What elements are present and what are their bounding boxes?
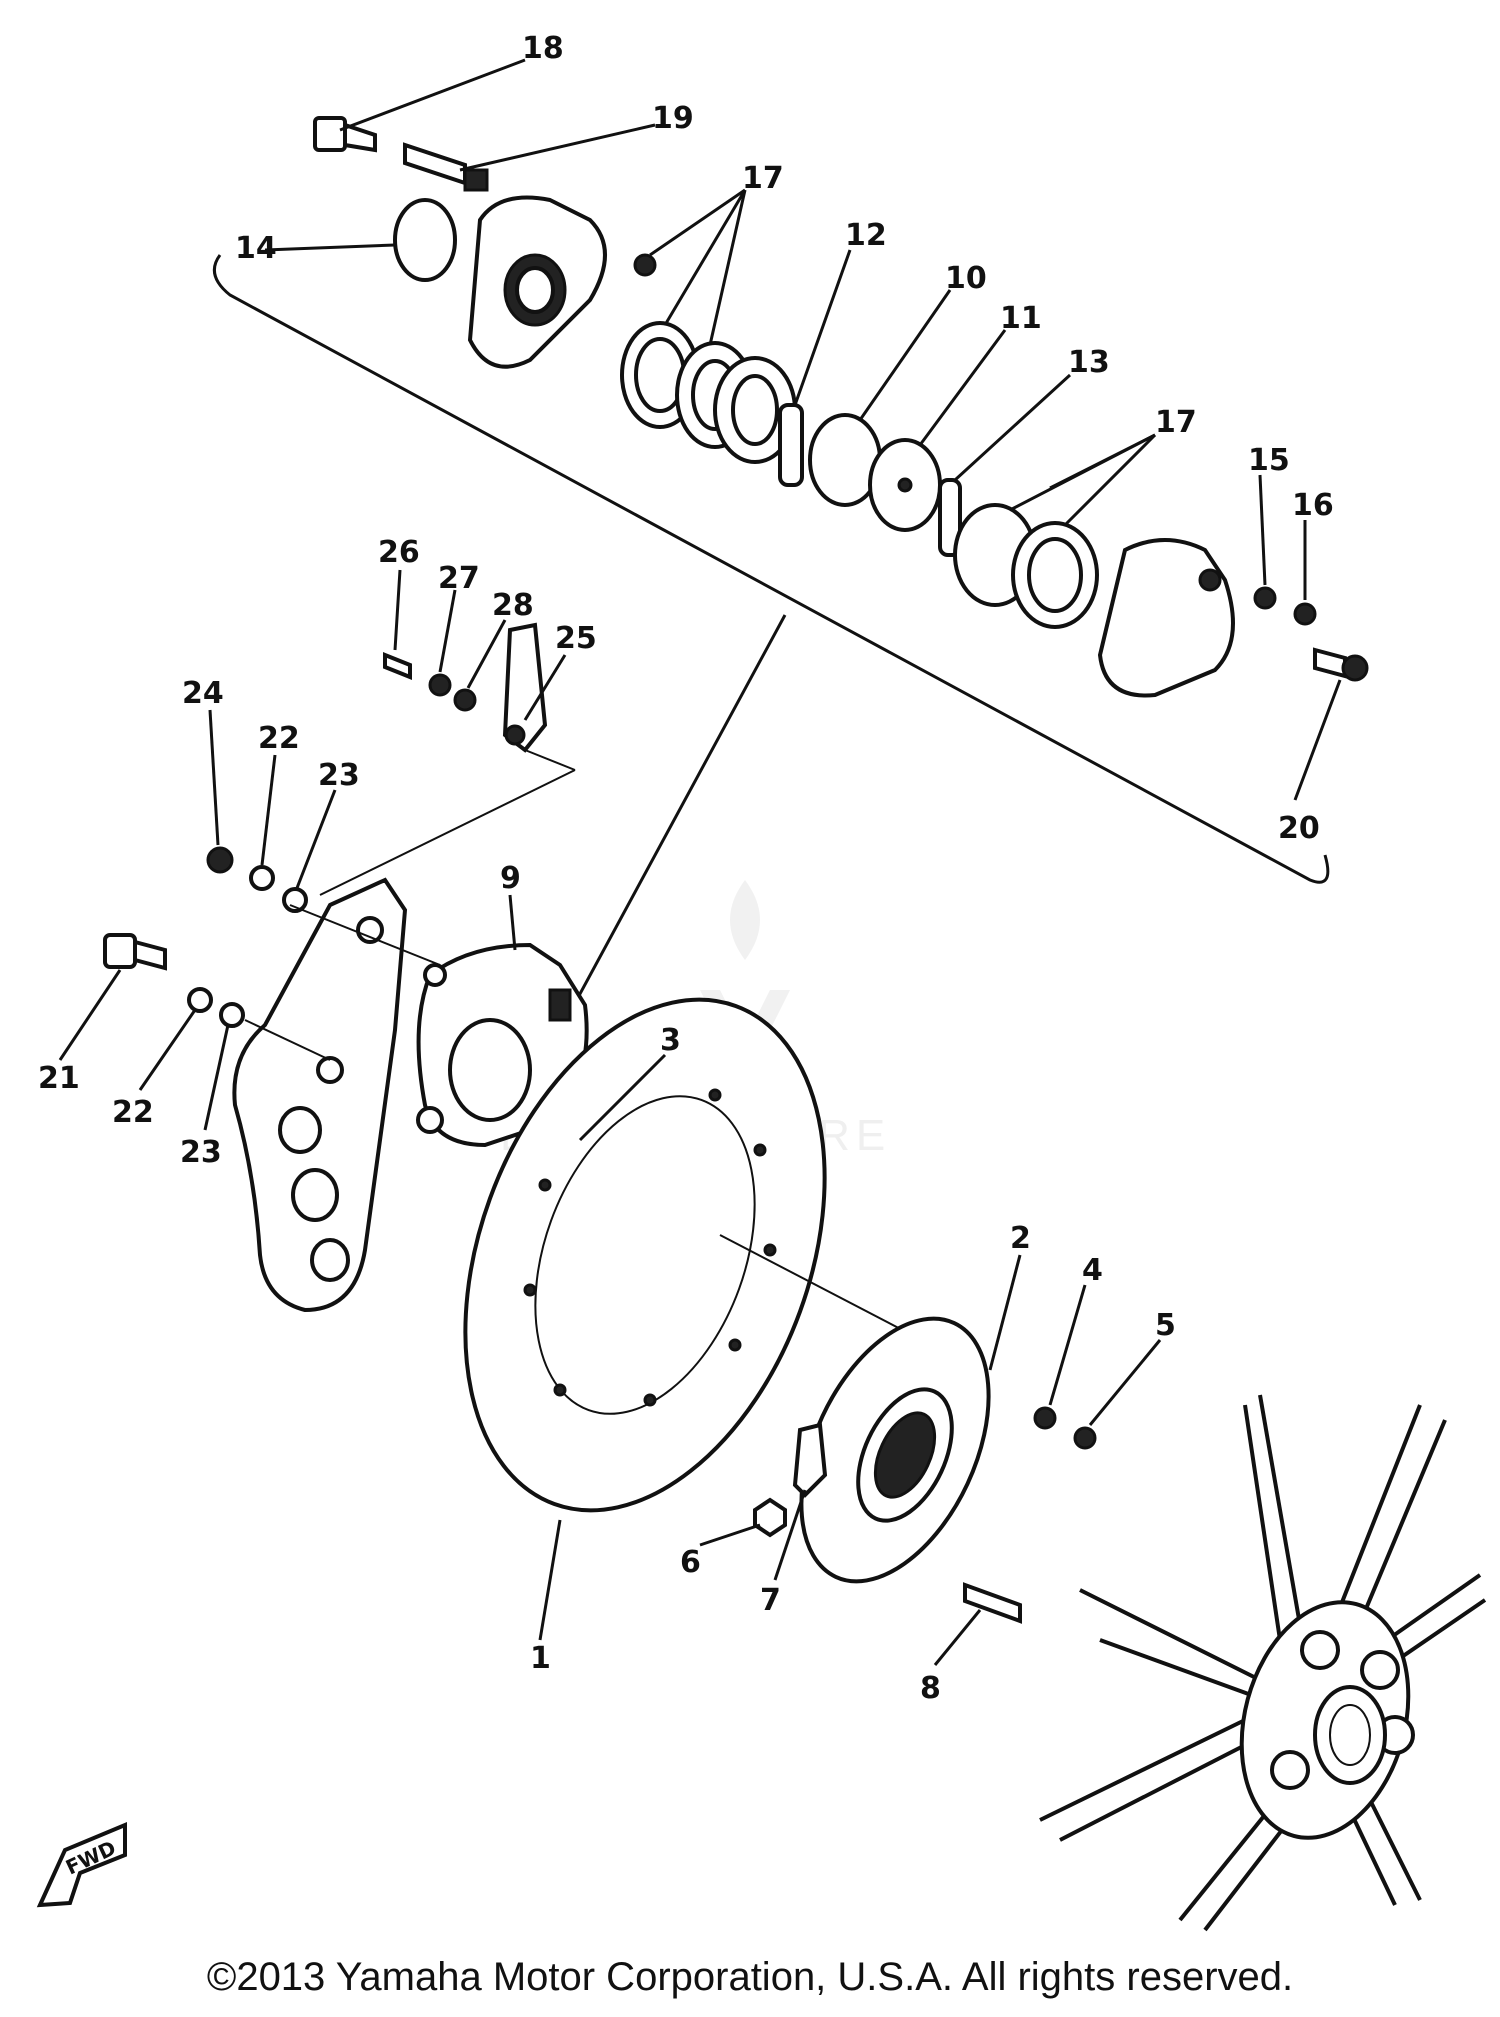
hub-adapter-2 [799, 1316, 991, 1584]
callout-24: 24 [182, 676, 224, 711]
callout-1: 1 [530, 1641, 551, 1676]
pad-shim-13 [938, 478, 962, 557]
callout-2: 2 [1010, 1221, 1031, 1256]
callout-25: 25 [555, 621, 597, 656]
callout-19: 19 [652, 101, 694, 136]
seal-set-17 [620, 321, 797, 464]
callout-13: 13 [1068, 345, 1110, 380]
nut-24 [206, 846, 234, 874]
washer-22a [249, 865, 275, 891]
callout-22: 22 [258, 721, 300, 756]
pad-11 [868, 438, 942, 532]
callout-27: 27 [438, 561, 480, 596]
callout-21: 21 [38, 1061, 80, 1096]
callout-3: 3 [660, 1023, 681, 1058]
callout-26: 26 [378, 535, 420, 570]
caliper-bracket [232, 877, 408, 1313]
caliper-half-outer [467, 195, 607, 369]
guide-line-25b [319, 769, 576, 896]
callout-28: 28 [492, 588, 534, 623]
callout-labels: 18 19 17 14 12 10 11 13 17 15 16 20 26 2… [38, 31, 1334, 1706]
callout-5: 5 [1155, 1308, 1176, 1343]
callout-9: 9 [500, 861, 521, 896]
callout-17: 17 [742, 161, 784, 196]
brake-disc-1 [463, 997, 827, 1513]
o-ring-14 [393, 198, 457, 282]
callout-17b: 17 [1155, 405, 1197, 440]
front-direction-marker: FWD [36, 1822, 127, 1908]
callout-11: 11 [1000, 301, 1042, 336]
nut-6 [753, 1497, 787, 1538]
callout-4: 4 [1082, 1253, 1103, 1288]
washer-27 [428, 673, 452, 697]
bracket-25 [502, 622, 548, 753]
bolt-21 [103, 933, 167, 971]
washer-28 [453, 688, 477, 712]
washer-23a [282, 887, 308, 913]
callout-7: 7 [760, 1583, 781, 1618]
pad-shim-12 [778, 403, 804, 487]
seal-set-17b [953, 503, 1099, 629]
cap-16 [1293, 602, 1317, 626]
callout-23b: 23 [180, 1135, 222, 1170]
leader-lines [58, 58, 1342, 1666]
bolt-axis-low [244, 1019, 331, 1061]
bolt-axis-top [289, 904, 441, 966]
callout-6: 6 [680, 1545, 701, 1580]
callout-18: 18 [522, 31, 564, 66]
bolt-18 [313, 116, 377, 153]
callout-15: 15 [1248, 443, 1290, 478]
callout-16: 16 [1292, 488, 1334, 523]
copyright-notice: ©2013 Yamaha Motor Corporation, U.S.A. A… [206, 1955, 1294, 1999]
callout-23: 23 [318, 758, 360, 793]
callout-22b: 22 [112, 1095, 154, 1130]
callout-14: 14 [235, 231, 277, 266]
washer-22b [187, 987, 213, 1013]
caliper-detail-bracket [212, 254, 1330, 884]
callout-8: 8 [920, 1671, 941, 1706]
callout-10: 10 [945, 261, 987, 296]
washer-4 [1033, 1406, 1057, 1430]
stud-8 [963, 1582, 1022, 1624]
caliper-half-inner [1097, 538, 1235, 698]
callout-12: 12 [845, 218, 887, 253]
guide-line-25 [524, 749, 576, 771]
washer-23b [219, 1002, 245, 1028]
bolt-26 [383, 652, 412, 680]
bolt-20 [1313, 647, 1369, 682]
washer-15 [1253, 586, 1277, 610]
washer-17a [633, 253, 657, 277]
lock-washer-7 [792, 1422, 828, 1498]
wheel-hub [1039, 1394, 1487, 1932]
nut-5 [1073, 1426, 1097, 1450]
callout-20: 20 [1278, 811, 1320, 846]
detail-leader [553, 614, 787, 1041]
bleed-screw-19 [403, 142, 489, 192]
